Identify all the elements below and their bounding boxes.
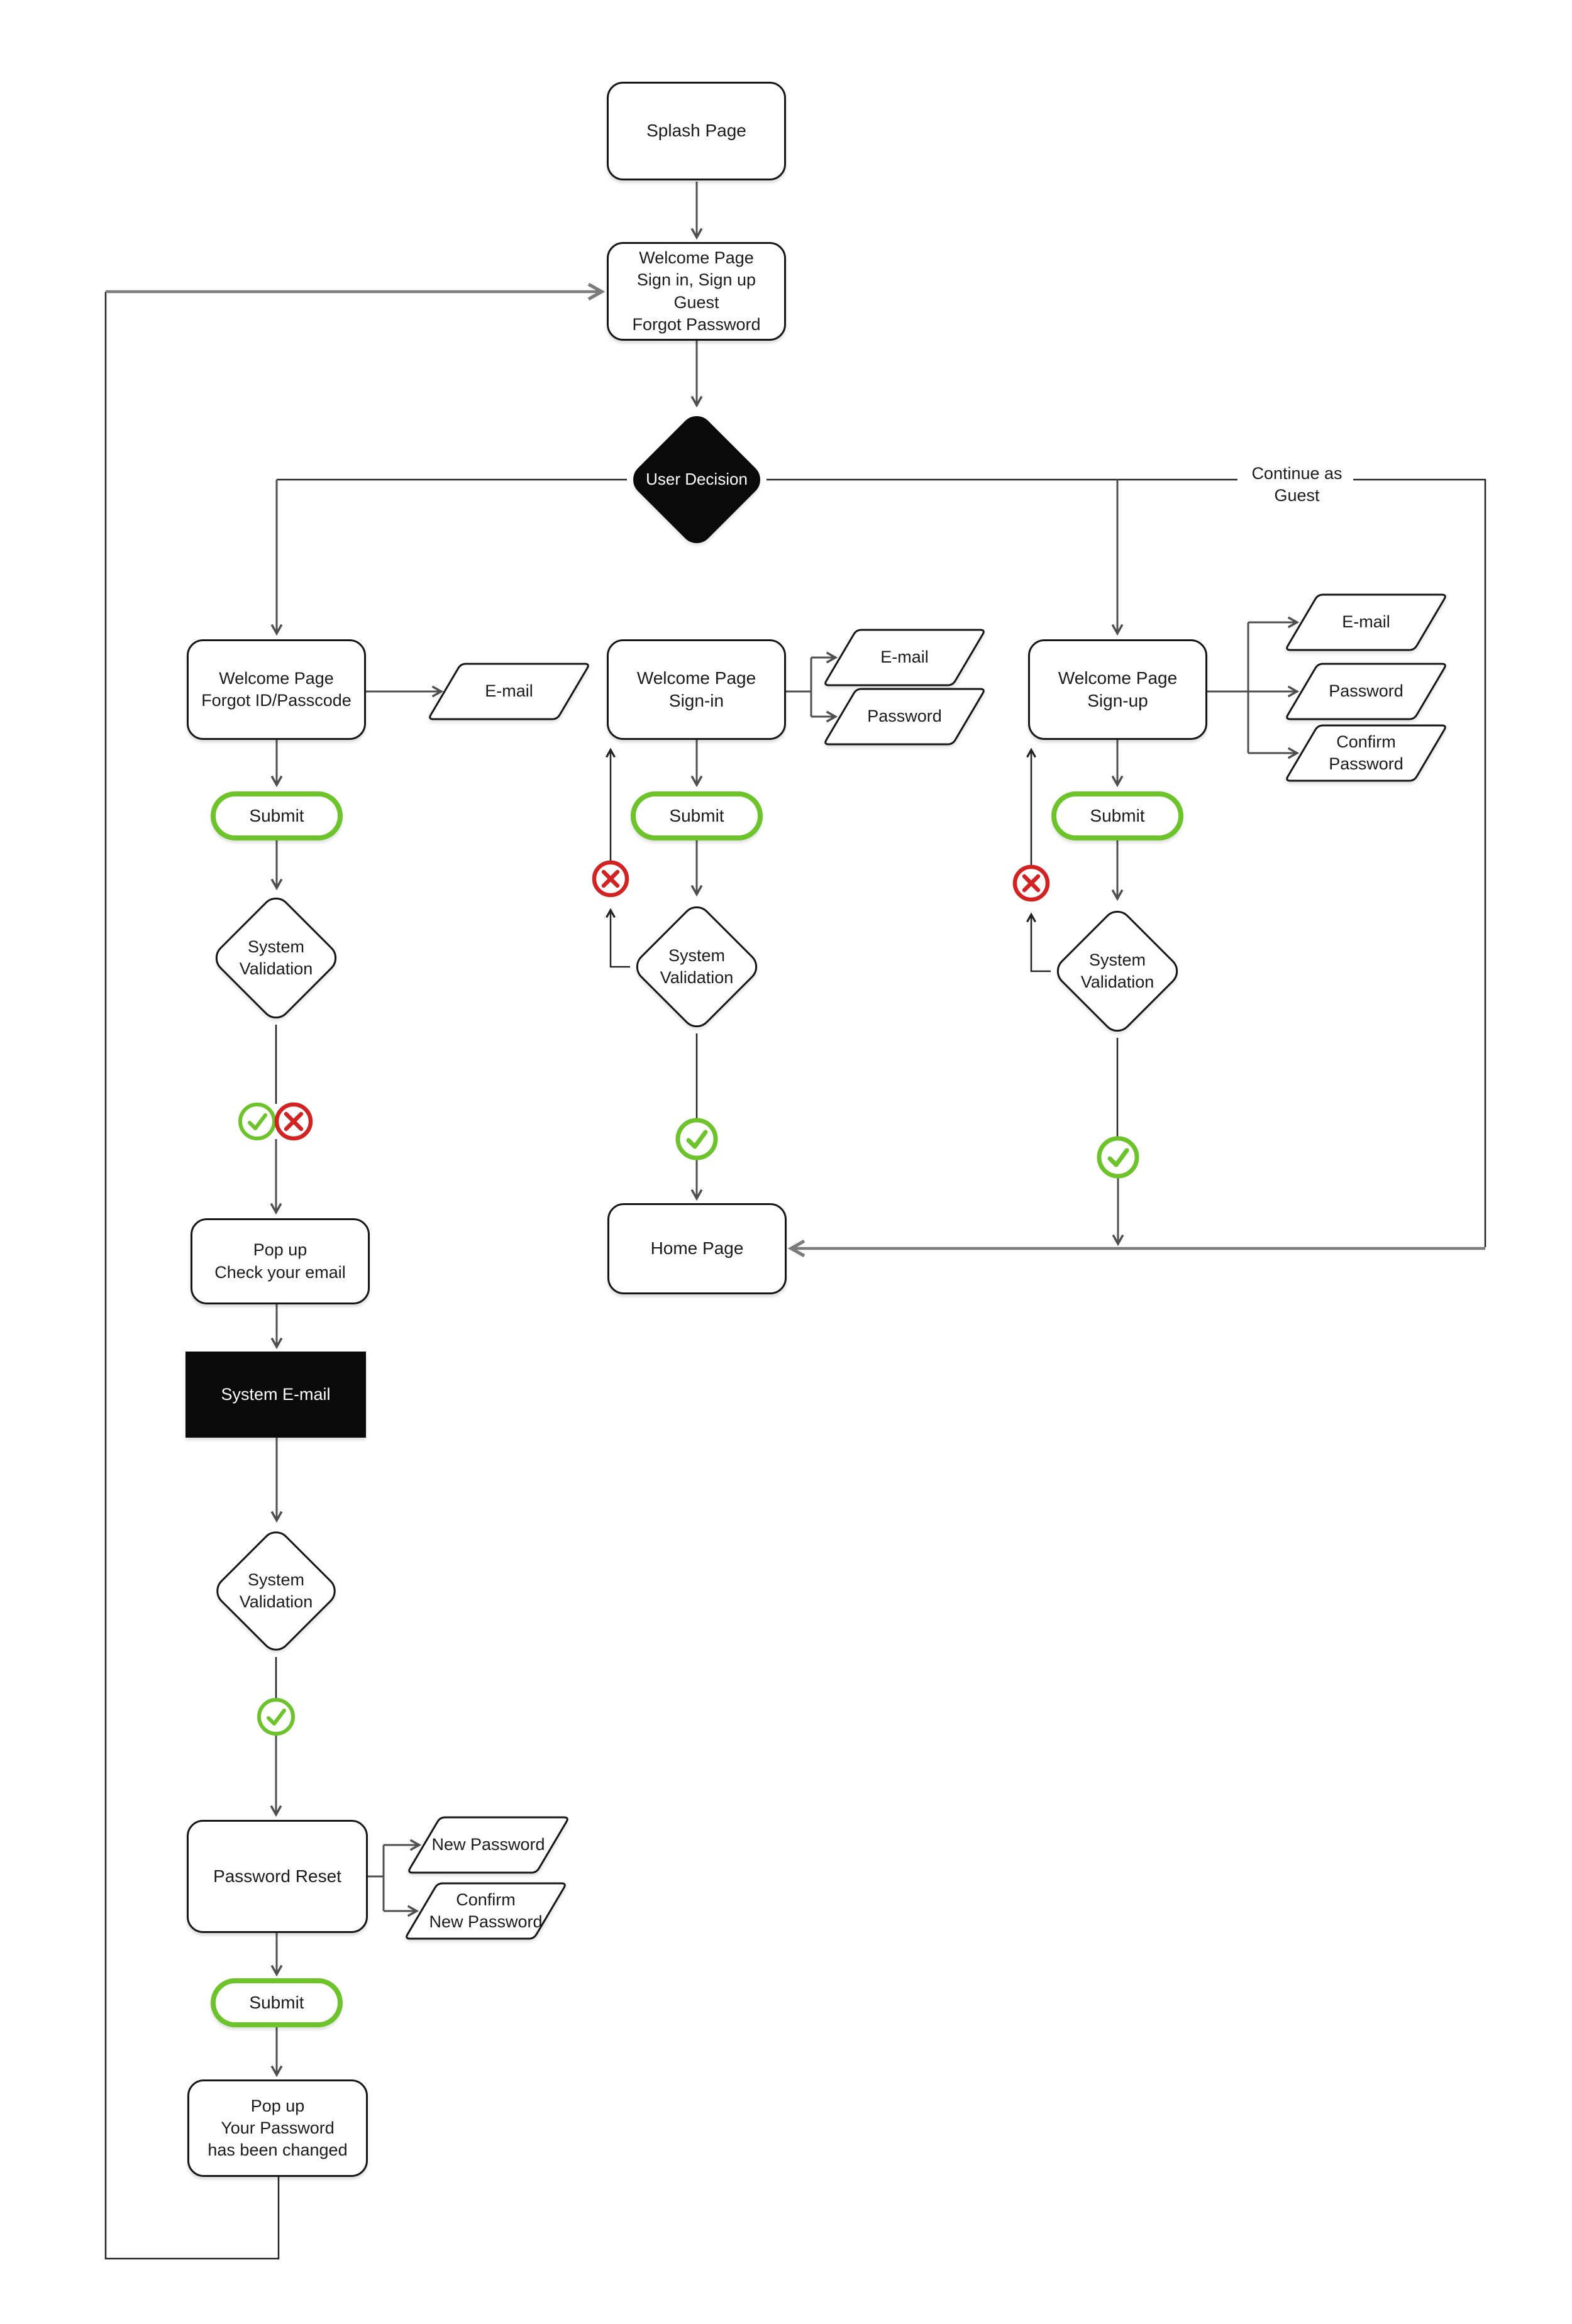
check-icon	[675, 1118, 718, 1160]
input-label-new-password: New Password	[431, 1835, 545, 1854]
cross-icon	[274, 1102, 313, 1141]
input-shape-signin-email	[824, 629, 985, 686]
node-label: Password Reset	[213, 1866, 341, 1886]
node-label: Pop up Your Password has been changed	[208, 2096, 348, 2160]
node-label: Home Page	[650, 1238, 744, 1258]
input-label-password: Password	[1329, 681, 1403, 701]
continue-as-guest-label: Continue as Guest	[1251, 463, 1342, 505]
check-icon	[257, 1698, 295, 1736]
submit-label: Submit	[1090, 805, 1145, 825]
input-label-confirm-new-password: Confirm New Password	[429, 1890, 543, 1931]
edge-guest-down	[1353, 478, 1486, 1247]
input-label-password: Password	[867, 707, 942, 726]
node-label: Pop up Check your email	[214, 1240, 346, 1282]
input-shape-signup-confirm	[1286, 724, 1446, 782]
node-home-page: Home Page	[607, 1203, 787, 1294]
node-welcome-page: Welcome Page Sign in, Sign up Guest Forg…	[607, 242, 786, 341]
submit-button-signin: Submit	[631, 791, 763, 840]
input-shape-new-password	[408, 1816, 568, 1874]
node-system-email: System E-mail	[185, 1352, 366, 1438]
node-forgot-id-passcode: Welcome Page Forgot ID/Passcode	[187, 639, 366, 740]
node-sign-up: Welcome Page Sign-up	[1028, 639, 1207, 740]
node-label: Splash Page	[646, 121, 746, 141]
submit-label: Submit	[669, 805, 724, 825]
sysval-label: System Validation	[239, 937, 313, 978]
node-label: Welcome Page Forgot ID/Passcode	[201, 668, 351, 710]
user-decision-label: User Decision	[646, 470, 748, 489]
node-popup-check-email: Pop up Check your email	[191, 1218, 370, 1304]
sysval-label: System Validation	[660, 945, 734, 987]
input-shape-forgot-email	[429, 663, 589, 720]
submit-label: Submit	[249, 805, 304, 825]
node-popup-password-changed: Pop up Your Password has been changed	[187, 2079, 368, 2177]
cross-icon	[592, 860, 629, 898]
node-label: System E-mail	[221, 1384, 331, 1404]
input-shapes	[406, 593, 1446, 1940]
submit-button-forgot: Submit	[211, 791, 343, 840]
input-shape-confirm-new-password	[406, 1882, 566, 1940]
input-shape-signup-password	[1286, 663, 1446, 720]
edge-sysval3-invalid	[1026, 912, 1051, 972]
input-label-email: E-mail	[880, 647, 929, 667]
node-label: Welcome Page Sign in, Sign up Guest Forg…	[632, 248, 761, 334]
check-icon	[1097, 1136, 1139, 1179]
input-label-email: E-mail	[485, 681, 533, 701]
submit-label: Submit	[249, 1992, 304, 2012]
input-shape-signin-password	[824, 688, 985, 746]
check-icon	[238, 1103, 276, 1140]
node-sign-in: Welcome Page Sign-in	[607, 639, 786, 740]
node-label: Welcome Page Sign-up	[1058, 668, 1178, 710]
submit-button-signup: Submit	[1051, 791, 1183, 840]
node-splash-page: Splash Page	[607, 82, 786, 180]
node-password-reset: Password Reset	[187, 1820, 368, 1933]
input-shape-signup-email	[1286, 593, 1446, 651]
edge-restart-loop	[104, 292, 280, 2260]
edge-sysval2-invalid	[606, 908, 630, 968]
sysval-label: System Validation	[239, 1570, 313, 1611]
input-label-email: E-mail	[1342, 612, 1390, 632]
cross-icon	[1012, 864, 1050, 902]
node-label: Welcome Page Sign-in	[636, 668, 756, 710]
input-label-confirm-password: Confirm Password	[1329, 732, 1403, 773]
submit-button-reset: Submit	[211, 1978, 343, 2027]
sysval-label: System Validation	[1080, 950, 1154, 991]
